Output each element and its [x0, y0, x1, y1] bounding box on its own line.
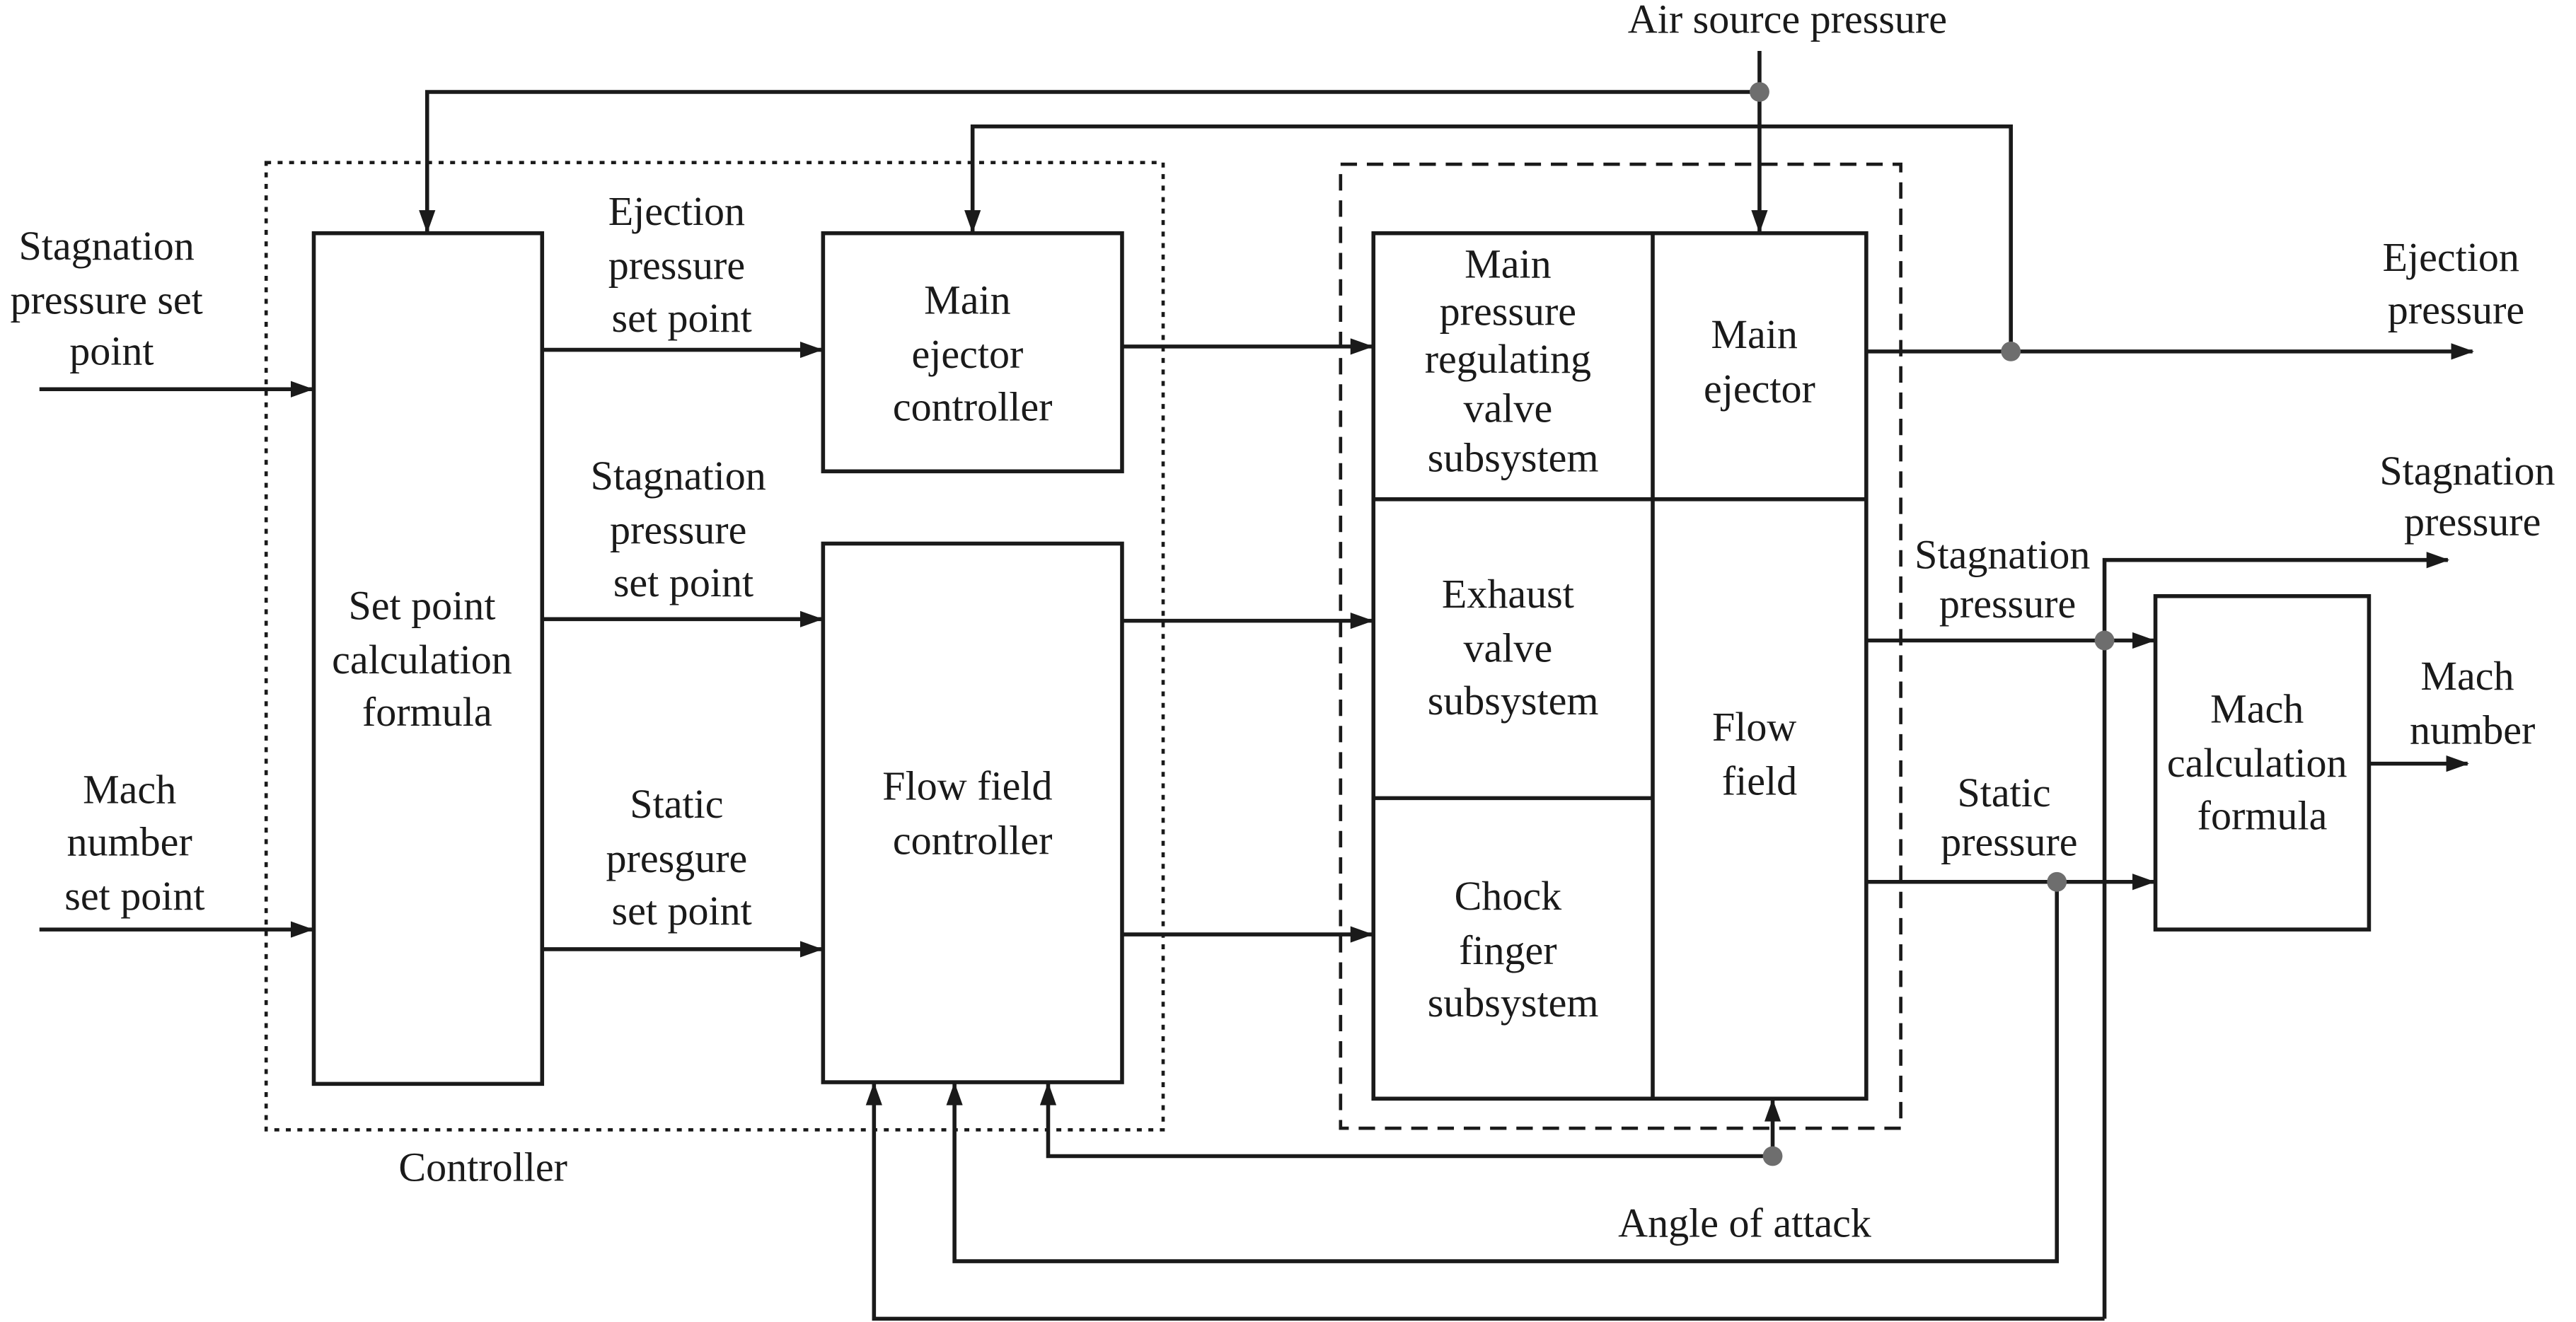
ejection-setpoint-label: Ejection pressure set point: [608, 188, 756, 341]
main-ejector-label: Main ejector: [1704, 311, 1815, 412]
air-source-label: Air source pressure: [1628, 0, 1947, 42]
static-setpoint-label: Static presgure set point: [606, 781, 757, 934]
plant-block[interactable]: [1371, 231, 1869, 1101]
angle-feedback-line: [1039, 1082, 1773, 1159]
stagnation-pressure-output-arrow: [2102, 552, 2450, 1319]
flow-field-controller-label: Flow field controller: [882, 763, 1063, 864]
air-source-to-setpoint-arrow: [419, 90, 1760, 233]
controller-group-box: [264, 161, 1165, 1132]
junction-angle: [1762, 1146, 1783, 1166]
static-pressure-inner-label: Static pressure: [1941, 770, 2077, 865]
junction-static: [2047, 871, 2067, 892]
stagnation-feedback-line: [865, 1082, 2105, 1321]
flow-field-label: Flow field: [1712, 704, 1807, 804]
static-feedback-line: [946, 881, 2060, 1263]
mach-setpoint-input-label: Mach number set point: [64, 766, 204, 919]
main-ejector-controller-block[interactable]: [821, 231, 1124, 474]
stagnation-pressure-inner-label: Stagnation pressure: [1914, 531, 2101, 627]
junction-stagnation: [2094, 630, 2115, 651]
ejection-pressure-output-label: Ejection pressure: [2383, 234, 2530, 332]
chock-finger-label: Chock finger subsystem: [1428, 873, 1599, 1026]
junction-ejection: [2001, 341, 2021, 361]
stagnation-pressure-output-label: Stagnation pressure: [2379, 448, 2565, 545]
setpoint-calc-label: Set point calculation formula: [332, 582, 522, 735]
angle-of-attack-label: Angle of attack: [1618, 1200, 1872, 1246]
exhaust-valve-label: Exhaust valve subsystem: [1428, 571, 1599, 724]
stagnation-setpoint-input-label: Stagnation pressure set point: [10, 223, 213, 374]
controller-group-label: Controller: [398, 1144, 567, 1190]
junction-air-source: [1750, 82, 1769, 102]
mach-number-output-label: Mach number: [2410, 653, 2535, 753]
mach-calc-block[interactable]: [2153, 594, 2372, 932]
main-ejector-controller-label: Main ejector controller: [893, 277, 1053, 429]
stagnation-setpoint-label: Stagnation pressure set point: [591, 453, 777, 605]
main-pressure-valve-label: Main pressure regulating valve subsystem: [1425, 240, 1602, 480]
flow-field-controller-block[interactable]: [821, 541, 1124, 1084]
ejection-feedback-to-ejector-ctrl-arrow: [964, 124, 2013, 352]
mach-calc-label: Mach calculation formula: [2167, 686, 2357, 839]
